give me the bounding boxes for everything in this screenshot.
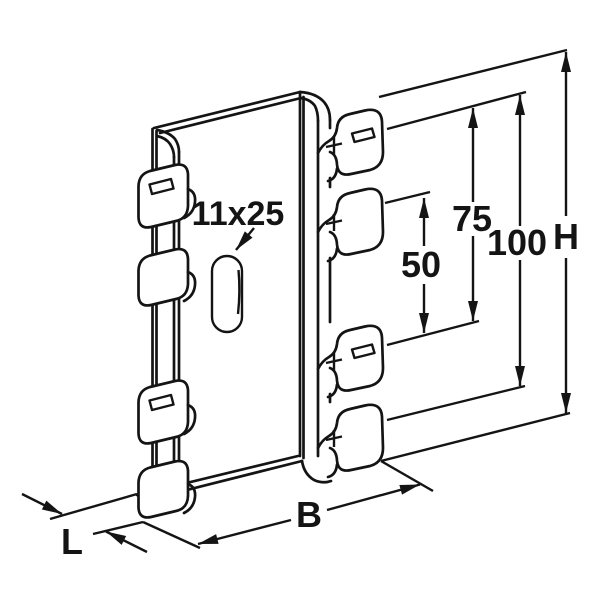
slot-pointer-arrow bbox=[235, 227, 255, 251]
label-dim-100: 100 bbox=[487, 222, 547, 263]
label-dim-50: 50 bbox=[401, 244, 441, 285]
left-tab-plain-lower bbox=[137, 459, 197, 519]
dimension-L bbox=[21, 492, 148, 554]
label-dim-L: L bbox=[61, 521, 83, 562]
left-tab-slotted-upper bbox=[137, 163, 197, 229]
right-fold-strip bbox=[298, 90, 333, 484]
label-dim-H: H bbox=[553, 216, 579, 257]
label-dim-75: 75 bbox=[452, 198, 492, 239]
right-tab-slotted-upper bbox=[316, 108, 385, 183]
dimension-B bbox=[197, 483, 421, 546]
extension-lines bbox=[49, 48, 571, 550]
dimension-lines bbox=[21, 52, 571, 554]
dimension-labels: 11x25 50 75 100 H B L bbox=[61, 195, 579, 562]
bracket-body bbox=[135, 90, 385, 519]
right-tab-plain-lower bbox=[316, 403, 385, 479]
right-tab-slotted-lower bbox=[316, 324, 385, 399]
left-tab-slotted-lower bbox=[137, 379, 197, 445]
label-dim-B: B bbox=[296, 494, 322, 535]
oblong-slot bbox=[210, 254, 244, 334]
label-slot-size: 11x25 bbox=[192, 195, 285, 233]
right-tab-plain-upper bbox=[316, 187, 385, 263]
